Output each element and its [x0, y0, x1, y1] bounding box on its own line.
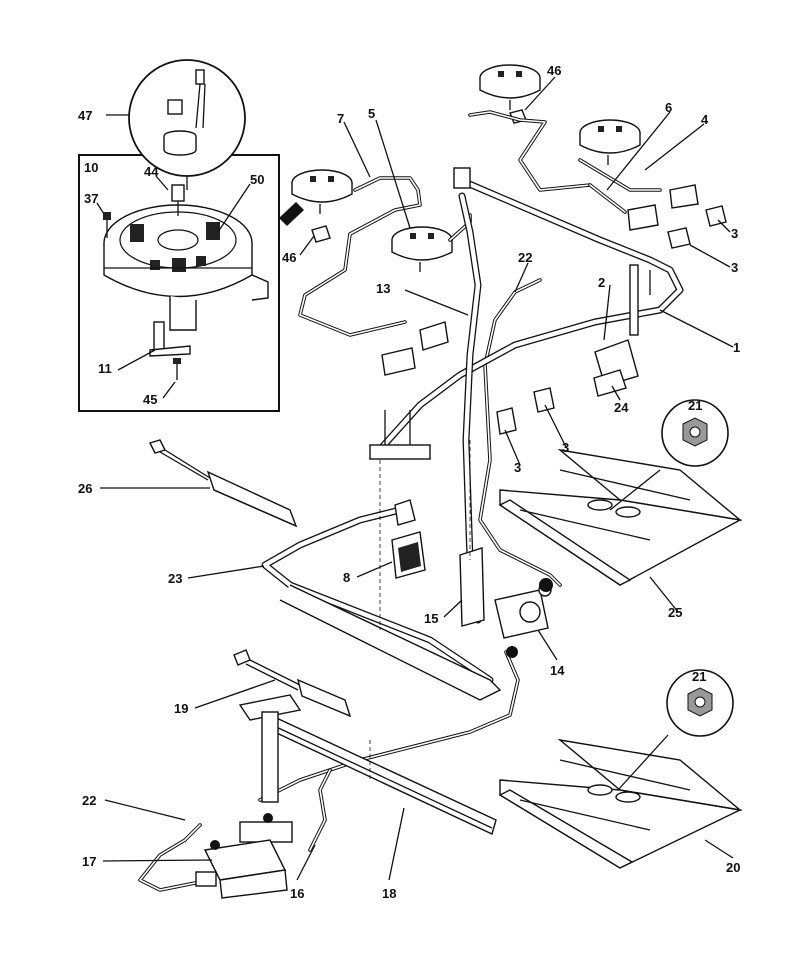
- callout-15: 15: [424, 611, 438, 626]
- callout-3-b: 3: [731, 260, 738, 275]
- callout-46-top: 46: [547, 63, 561, 78]
- burner-left-rear: [291, 169, 353, 214]
- callout-46-left: 46: [282, 250, 296, 265]
- valves: [381, 184, 727, 435]
- callout-22-bottom: 22: [82, 793, 96, 808]
- callout-8: 8: [343, 570, 350, 585]
- callout-labels: 47 10 44 50 37 11 45 7 5 46 46 6 4 3 3 3…: [78, 63, 740, 901]
- inset-burner-detail: [78, 59, 304, 412]
- callout-25: 25: [668, 605, 682, 620]
- baffle-20: [498, 738, 743, 869]
- callout-13: 13: [376, 281, 390, 296]
- callout-45: 45: [143, 392, 157, 407]
- burner-right-rear: [479, 64, 541, 110]
- callout-3-d: 3: [514, 460, 521, 475]
- burner-left-front: [391, 226, 453, 272]
- burner-right-front: [579, 119, 641, 165]
- callout-20: 20: [726, 860, 740, 875]
- callout-5: 5: [368, 106, 375, 121]
- leader-lines: [96, 76, 734, 881]
- broil-burner-18: [233, 649, 497, 843]
- callout-24: 24: [614, 400, 629, 415]
- callout-23: 23: [168, 571, 182, 586]
- callout-22-top: 22: [518, 250, 532, 265]
- callout-3-a: 3: [731, 226, 738, 241]
- callout-7: 7: [337, 111, 344, 126]
- nut-21-top: [661, 399, 729, 467]
- top-burners: [291, 64, 641, 272]
- callout-21-top: 21: [688, 398, 702, 413]
- callout-10: 10: [84, 160, 98, 175]
- oven-burner-23: [261, 440, 553, 701]
- callout-1: 1: [733, 340, 740, 355]
- callout-50: 50: [250, 172, 264, 187]
- callout-2: 2: [598, 275, 605, 290]
- nut-21-bottom: [666, 669, 734, 737]
- callout-17: 17: [82, 854, 96, 869]
- callout-21-bottom: 21: [692, 669, 706, 684]
- callout-47: 47: [78, 108, 92, 123]
- baffle-25: [498, 448, 743, 586]
- callout-11: 11: [98, 361, 112, 376]
- callout-19: 19: [174, 701, 188, 716]
- callout-18: 18: [382, 886, 396, 901]
- spark-module-26: [149, 439, 298, 528]
- callout-4: 4: [701, 112, 709, 127]
- callout-26: 26: [78, 481, 92, 496]
- valve-17: [195, 813, 288, 899]
- callout-6: 6: [665, 100, 672, 115]
- callout-3-c: 3: [562, 440, 569, 455]
- callout-16: 16: [290, 886, 304, 901]
- callout-37: 37: [84, 191, 98, 206]
- callout-44: 44: [144, 164, 159, 179]
- callout-14: 14: [550, 663, 565, 678]
